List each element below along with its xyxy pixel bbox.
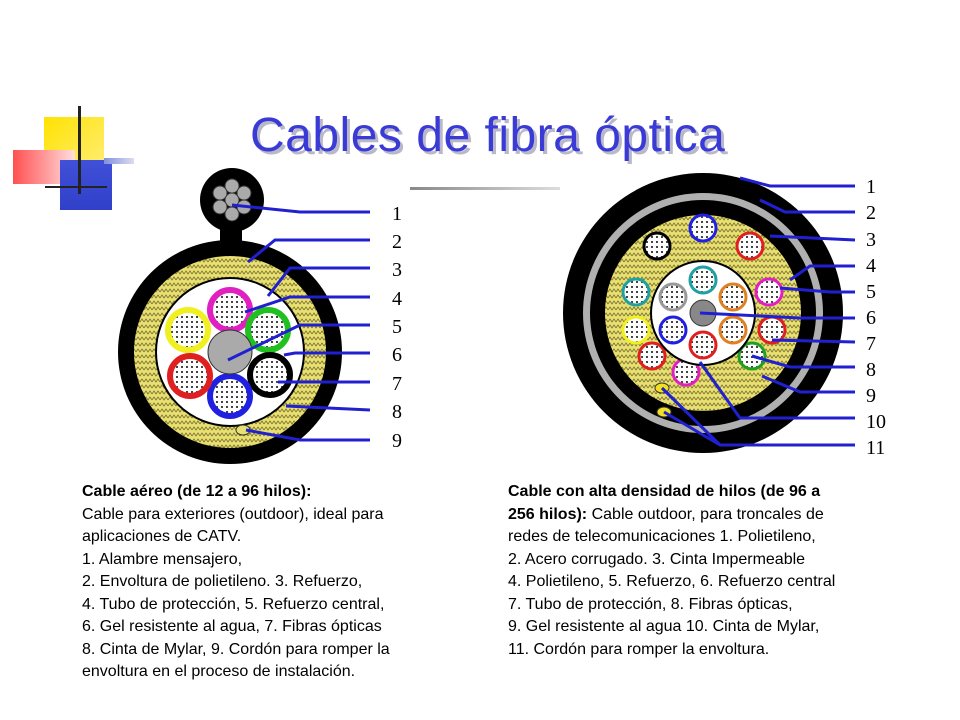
label-left-8: 8 (392, 401, 402, 423)
label-left-2: 2 (392, 231, 402, 253)
left-caption-line: 2. Envoltura de polietileno. 3. Refuerzo… (82, 573, 363, 590)
labels-left: 1 2 3 4 5 6 7 8 9 (392, 203, 402, 452)
label-left-9: 9 (392, 430, 402, 452)
messenger-wire-strands (212, 178, 252, 222)
right-caption-line: 11. Cordón para romper la envoltura. (508, 640, 770, 658)
decor-blue-line (104, 158, 134, 164)
slide-title: Cables de fibra óptica (250, 109, 726, 162)
label-right-3: 3 (866, 229, 876, 251)
label-right-7: 7 (866, 333, 876, 355)
label-right-1: 1 (866, 176, 876, 198)
decor-horizontal-line (45, 186, 107, 188)
label-right-2: 2 (866, 202, 876, 224)
fiber-tubes-inner-ring (658, 265, 748, 360)
left-caption-line: 8. Cinta de Mylar, 9. Cordón para romper… (82, 640, 390, 658)
label-left-6: 6 (392, 344, 402, 366)
left-caption-line: 1. Alambre mensajero, (82, 550, 243, 568)
leader-lines-right (660, 176, 856, 447)
label-right-6: 6 (866, 307, 876, 329)
left-caption-line: aplicaciones de CATV. (82, 528, 242, 545)
right-caption-line: 4. Polietileno, 5. Refuerzo, 6. Refuerzo… (508, 573, 836, 590)
label-right-11: 11 (866, 437, 885, 459)
label-right-10: 10 (866, 411, 886, 433)
title-underline (410, 187, 560, 190)
label-left-3: 3 (392, 259, 402, 281)
label-right-4: 4 (866, 255, 876, 277)
leader-lines-left (227, 203, 371, 442)
left-caption-line: Cable para exteriores (outdoor), ideal p… (82, 505, 384, 523)
labels-right: 1 2 3 4 5 6 7 8 9 10 11 (866, 176, 886, 459)
right-caption-heading-rest: Cable outdoor, para troncales de (587, 505, 824, 523)
right-caption-heading-2: 256 hilos): (508, 505, 588, 523)
label-left-1: 1 (392, 203, 402, 225)
left-caption-heading: Cable aéreo (de 12 a 96 hilos): (82, 483, 312, 500)
label-left-7: 7 (392, 373, 402, 395)
decor-blue-square (60, 160, 112, 210)
left-caption-line: 4. Tubo de protección, 5. Refuerzo centr… (82, 595, 385, 613)
right-caption-line: redes de telecomunicaciones 1. Polietile… (508, 528, 816, 545)
right-caption-line: 9. Gel resistente al agua 10. Cinta de M… (508, 618, 820, 635)
right-caption: Cable con alta densidad de hilos (de 96 … (508, 481, 835, 661)
right-caption-line: 2. Acero corrugado. 3. Cinta Impermeable (508, 550, 806, 568)
left-caption-line: envoltura en el proceso de instalación. (82, 663, 356, 680)
label-left-4: 4 (392, 288, 402, 310)
high-density-cable-cross-section: 1 2 3 4 5 6 7 8 9 10 11 (563, 173, 886, 459)
left-caption: Cable aéreo (de 12 a 96 hilos): Cable pa… (82, 481, 390, 684)
right-caption-line: 7. Tubo de protección, 8. Fibras ópticas… (508, 595, 793, 613)
decor-vertical-line (78, 106, 81, 194)
label-left-5: 5 (392, 316, 402, 338)
left-caption-line: 6. Gel resistente al agua, 7. Fibras ópt… (82, 618, 382, 635)
central-strength-member (207, 329, 253, 375)
right-caption-heading: Cable con alta densidad de hilos (de 96 … (508, 483, 821, 500)
label-right-5: 5 (866, 281, 876, 303)
aerial-cable-cross-section: 1 2 3 4 5 6 7 8 9 (118, 168, 402, 464)
label-right-9: 9 (866, 385, 876, 407)
label-right-8: 8 (866, 359, 876, 381)
